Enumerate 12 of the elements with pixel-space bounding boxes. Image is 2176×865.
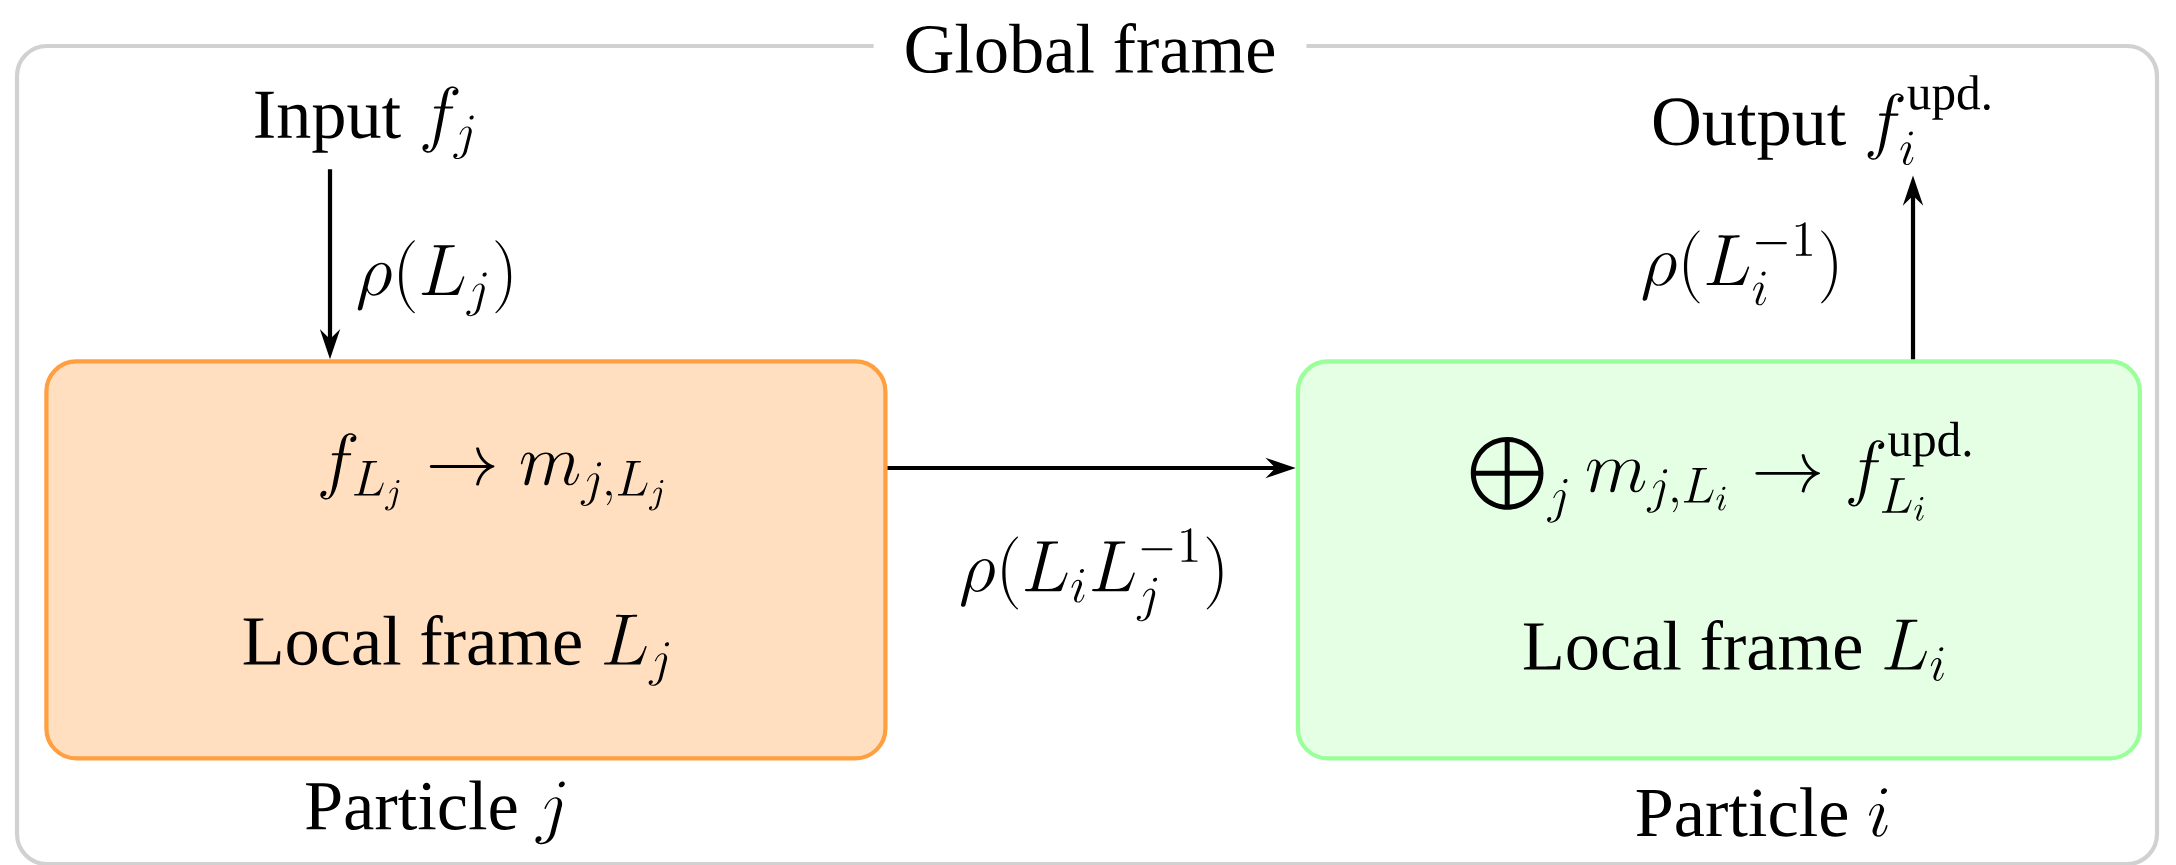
particle-caption: $\text{Particle }j$: [306, 780, 565, 845]
io-label: $\text{Input }f_j$: [255, 86, 474, 160]
box-formula: $f_{L_j} \to m_{j,L_j}$: [320, 433, 664, 511]
edge-label: $\rho(L_j)$: [357, 240, 512, 317]
box-label: $\text{Local frame }L_i$: [1523, 619, 1944, 681]
box-label: $\text{Local frame }L_j$: [243, 614, 670, 686]
frame-title: Global frame: [873, 17, 1307, 79]
edge-label: $\rho(L_i^{-1})$: [1642, 222, 1837, 306]
box-formula: $\bigoplus\nolimits_j m_{j,L_i} \to f^{\text{upd.}}_{L_i}$: [1470, 421, 1971, 523]
io-label: $\text{Output }f_i^{\text{upd.}}$: [1653, 75, 1990, 166]
edge-label: $\rho(L_i L_j^{-1})$: [961, 528, 1223, 622]
particle-caption: $\text{Particle }i$: [1636, 787, 1888, 837]
